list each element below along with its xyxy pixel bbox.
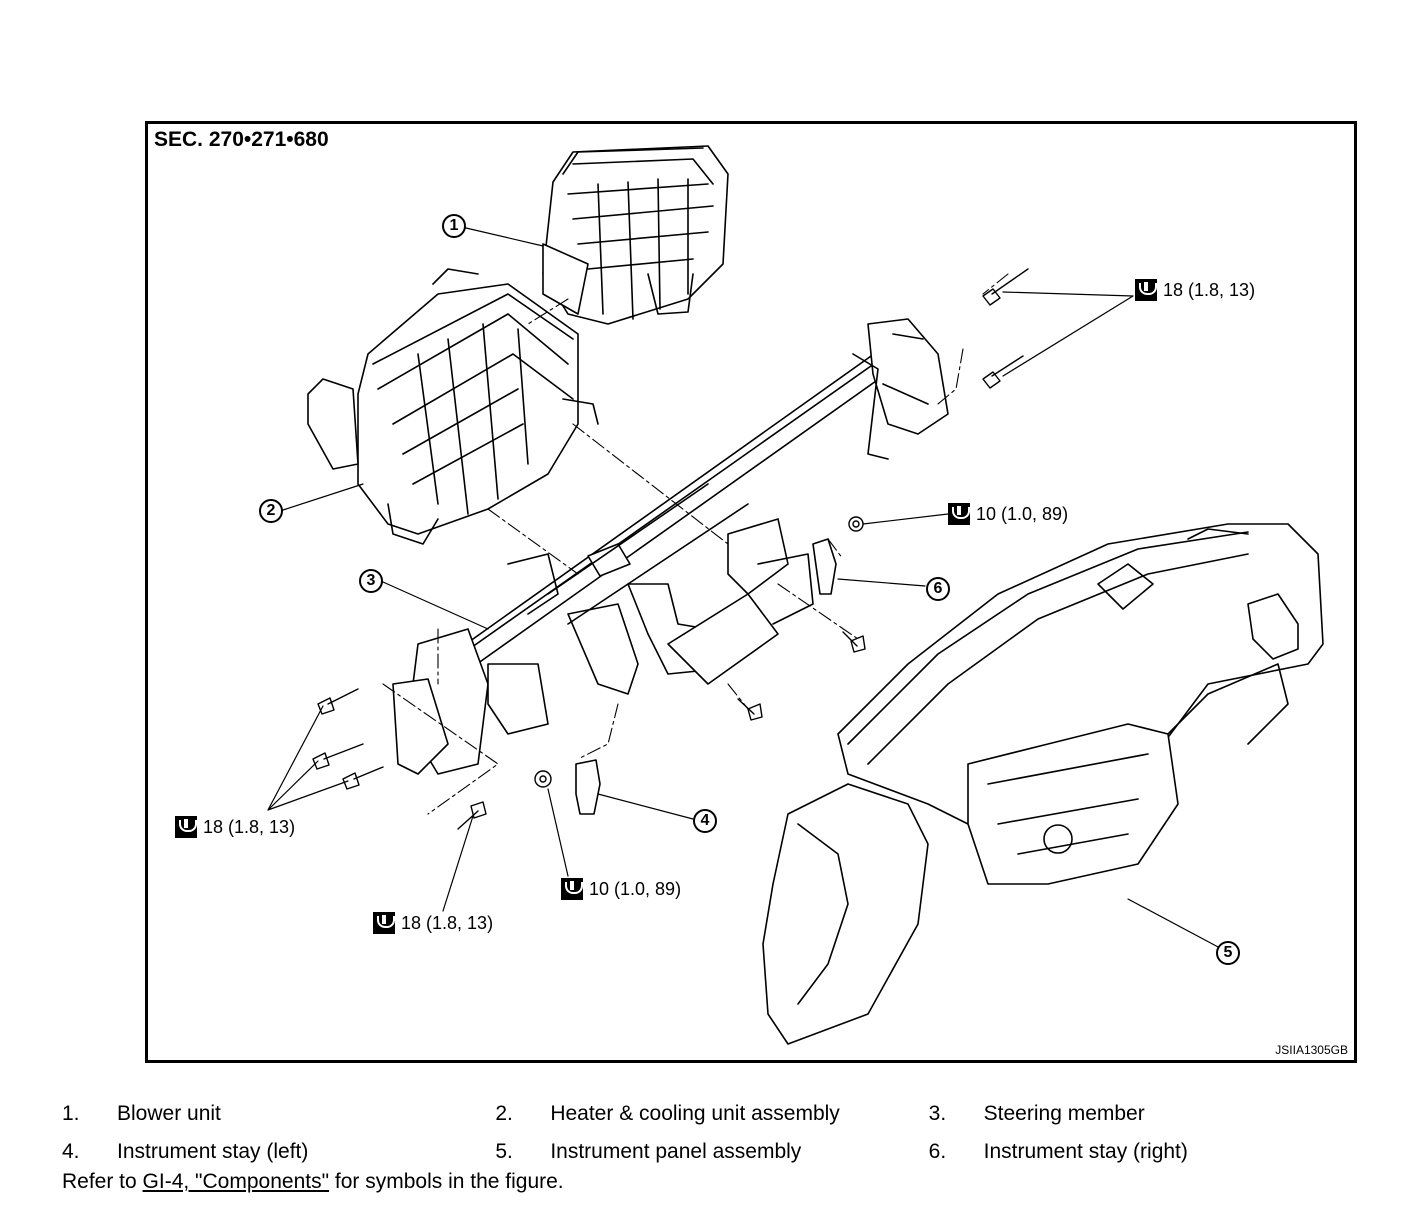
steering-member-drawing: [392, 318, 949, 775]
blower-unit-drawing: [542, 145, 729, 325]
torque-value: 18 (1.8, 13): [1163, 279, 1256, 300]
heater-cooling-unit-drawing: [307, 268, 599, 545]
callout-5: 5: [1216, 941, 1240, 965]
torque-value: 10 (1.0, 89): [589, 878, 682, 899]
assembly-lines: [382, 273, 1009, 815]
legend-label: Heater & cooling unit assembly: [550, 1102, 840, 1125]
legend-label: Instrument stay (left): [117, 1140, 309, 1163]
legend-number: 2.: [495, 1102, 513, 1125]
refer-note: Refer to GI-4, "Components" for symbols …: [62, 1170, 564, 1194]
legend-label: Instrument panel assembly: [550, 1140, 802, 1163]
callout-3: 3: [359, 569, 383, 593]
leader-lines: [267, 227, 1221, 949]
torque-icon: [373, 912, 395, 934]
legend-row: 1. Blower unit 2. Heater & cooling unit …: [62, 1095, 1362, 1133]
torque-value: 18 (1.8, 13): [203, 816, 296, 837]
callout-2: 2: [259, 499, 283, 523]
instrument-panel-drawing: [762, 523, 1324, 1045]
legend-label: Steering member: [983, 1102, 1145, 1125]
legend-label: Blower unit: [117, 1102, 221, 1125]
torque-icon: [948, 503, 970, 525]
torque-icon: [1135, 279, 1157, 301]
legend-number: 5.: [495, 1140, 513, 1163]
legend-item: 2. Heater & cooling unit assembly: [495, 1102, 928, 1126]
legend-row: 4. Instrument stay (left) 5. Instrument …: [62, 1133, 1362, 1171]
refer-prefix: Refer to: [62, 1170, 143, 1193]
torque-icon: [175, 816, 197, 838]
torque-spec-bottom-center: 10 (1.0, 89): [561, 878, 681, 900]
legend-label: Instrument stay (right): [983, 1140, 1188, 1163]
parts-legend: 1. Blower unit 2. Heater & cooling unit …: [62, 1095, 1362, 1171]
refer-suffix: for symbols in the figure.: [329, 1170, 564, 1193]
diagram-drawing: [267, 145, 1324, 1045]
torque-icon: [561, 878, 583, 900]
callout-1: 1: [442, 214, 466, 238]
legend-item: 6. Instrument stay (right): [929, 1140, 1362, 1164]
components-link[interactable]: GI-4, "Components": [142, 1170, 330, 1193]
legend-item: 4. Instrument stay (left): [62, 1140, 495, 1164]
legend-item: 1. Blower unit: [62, 1102, 495, 1126]
instrument-stay-right-drawing: [812, 538, 837, 595]
callout-4: 4: [693, 809, 717, 833]
torque-spec-top-right: 18 (1.8, 13): [1135, 279, 1255, 301]
torque-spec-left: 18 (1.8, 13): [175, 816, 295, 838]
legend-number: 1.: [62, 1102, 80, 1125]
torque-value: 18 (1.8, 13): [401, 912, 494, 933]
legend-item: 3. Steering member: [929, 1102, 1362, 1126]
instrument-stay-left-drawing: [575, 759, 601, 815]
legend-number: 4.: [62, 1140, 80, 1163]
exploded-diagram: SEC. 270•271•680 JSIIA1305GB 1 2 3 4 5 6…: [145, 121, 1357, 1063]
torque-spec-bottom-left: 18 (1.8, 13): [373, 912, 493, 934]
torque-value: 10 (1.0, 89): [976, 503, 1069, 524]
torque-spec-right-middle: 10 (1.0, 89): [948, 503, 1068, 525]
figure-id: JSIIA1305GB: [1275, 1043, 1348, 1057]
legend-number: 3.: [928, 1102, 947, 1125]
section-title: SEC. 270•271•680: [154, 128, 329, 151]
legend-number: 6.: [928, 1140, 947, 1163]
callout-6: 6: [926, 577, 950, 601]
legend-item: 5. Instrument panel assembly: [495, 1140, 928, 1164]
